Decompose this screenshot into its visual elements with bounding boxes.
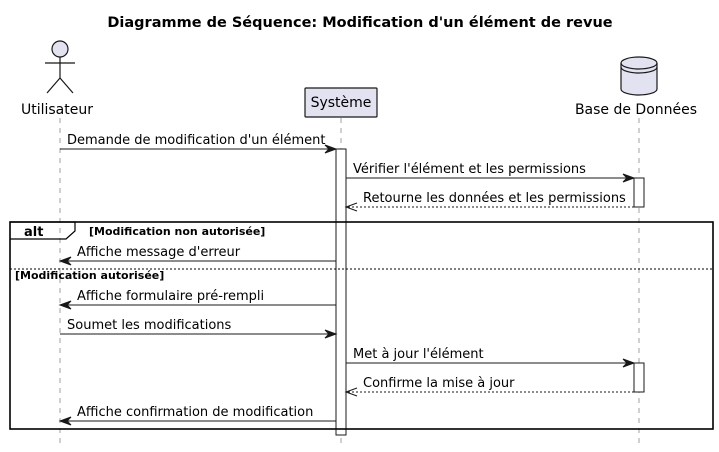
participant-db: Base de Données — [575, 56, 697, 118]
actor-head-icon — [51, 40, 69, 58]
message-label: Vérifier l'élément et les permissions — [353, 162, 586, 177]
arrowhead-icon — [344, 387, 358, 397]
database-icon — [620, 56, 658, 96]
participant-system-name: Système — [311, 95, 372, 111]
message-label: Soumet les modifications — [67, 318, 232, 333]
messages: Demande de modification d'un élément Vér… — [58, 133, 636, 426]
arrowhead-icon — [622, 173, 636, 183]
participant-db-name: Base de Données — [575, 102, 697, 118]
arrowhead-icon — [58, 300, 72, 310]
message-label: Demande de modification d'un élément — [67, 133, 326, 148]
diagram-title: Diagramme de Séquence: Modification d'un… — [107, 15, 612, 31]
alt-fragment: alt [Modification non autorisée] [Modifi… — [9, 221, 714, 430]
activation-db-1 — [633, 177, 645, 208]
arrowhead-icon — [622, 358, 636, 368]
message-label: Affiche confirmation de modification — [77, 405, 313, 420]
participant-user-name: Utilisateur — [21, 102, 93, 118]
message-label: Confirme la mise à jour — [363, 376, 515, 391]
message-label: Affiche formulaire pré-rempli — [77, 289, 264, 304]
arrowhead-icon — [58, 416, 72, 426]
fragment-operator: alt — [24, 225, 43, 240]
activation-system — [335, 148, 347, 436]
participant-system: Système — [304, 87, 378, 118]
arrowhead-icon — [324, 329, 338, 339]
fragment-guard-1: [Modification non autorisée] — [89, 225, 265, 238]
arrowhead-icon — [324, 144, 338, 154]
fragment-guard-2: [Modification autorisée] — [15, 269, 164, 282]
activation-db-2 — [633, 362, 645, 393]
actor-user: Utilisateur — [21, 40, 93, 118]
message-label: Retourne les données et les permissions — [363, 191, 626, 206]
arrowhead-icon — [344, 202, 358, 212]
arrowhead-icon — [58, 256, 72, 266]
message-label: Affiche message d'erreur — [77, 245, 241, 260]
message-label: Met à jour l'élément — [353, 347, 484, 362]
